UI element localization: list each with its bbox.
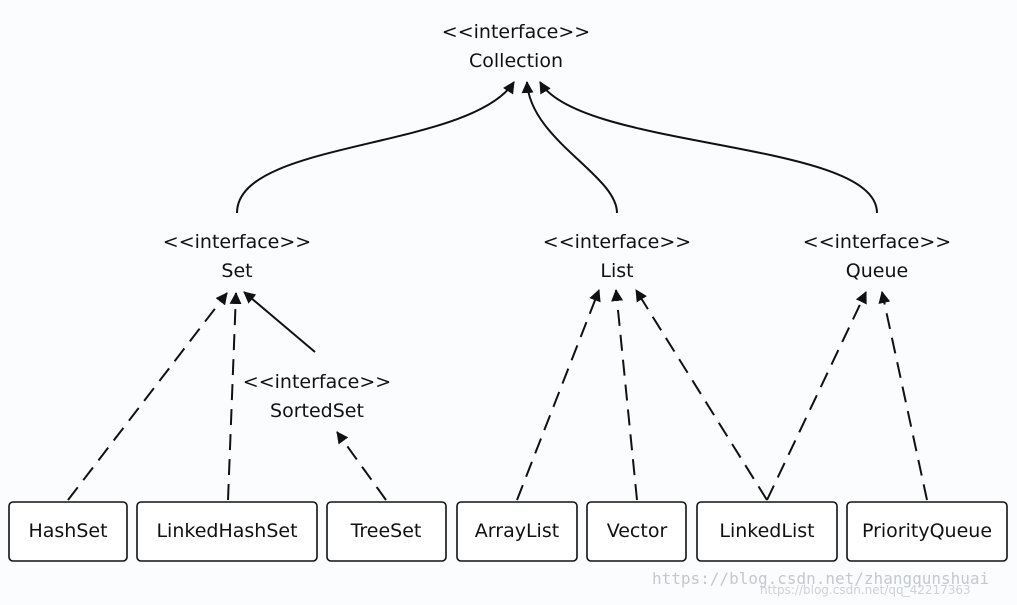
class-name: PriorityQueue <box>862 520 992 542</box>
stereotype-label: <<interface>> <box>163 231 311 253</box>
class-arraylist: ArrayList <box>456 501 578 562</box>
edge-linkedlist-to-queue <box>766 291 867 501</box>
class-name: HashSet <box>28 520 107 542</box>
interface-name: Queue <box>846 260 908 282</box>
class-vector: Vector <box>586 501 687 562</box>
edge-priorityqueue-to-queue <box>878 291 928 501</box>
stereotype-label: <<interface>> <box>243 371 391 393</box>
class-box <box>586 501 687 562</box>
class-name: TreeSet <box>350 520 422 542</box>
class-box <box>326 501 447 562</box>
class-hashset: HashSet <box>8 501 128 562</box>
class-box <box>846 501 1008 562</box>
class-linkedlist: LinkedList <box>696 501 838 562</box>
class-box <box>136 501 318 562</box>
stereotype-label: <<interface>> <box>442 21 590 43</box>
class-priorityqueue: PriorityQueue <box>846 501 1008 562</box>
interface-name: SortedSet <box>270 400 364 422</box>
class-box <box>456 501 578 562</box>
interface-collection: <<interface>> Collection <box>442 21 590 72</box>
class-name: LinkedList <box>719 520 814 542</box>
edge-linkedhashset-to-set <box>227 292 242 501</box>
interface-queue: <<interface>> Queue <box>803 231 951 282</box>
edge-linkedlist-to-list <box>635 289 768 501</box>
class-name: Vector <box>607 520 668 542</box>
edge-list-to-collection <box>521 81 618 214</box>
watermark-line-2: https://blog.csdn.net/qq_42217363 <box>760 583 971 597</box>
stereotype-label: <<interface>> <box>803 231 951 253</box>
interface-name: Set <box>221 260 252 282</box>
class-box <box>696 501 838 562</box>
class-name: LinkedHashSet <box>156 520 297 542</box>
stereotype-label: <<interface>> <box>543 231 691 253</box>
watermark: https://blog.csdn.net/zhangqunshuai http… <box>652 569 989 597</box>
interface-sortedset: <<interface>> SortedSet <box>243 371 391 422</box>
edge-set-to-collection <box>236 81 515 214</box>
interface-set: <<interface>> Set <box>163 231 311 282</box>
edge-queue-to-collection <box>539 81 878 214</box>
edge-sortedset-to-set <box>243 291 316 353</box>
class-box <box>8 501 128 562</box>
edge-arraylist-to-list <box>516 289 601 501</box>
edge-treeset-to-sortedset <box>336 431 387 501</box>
class-name: ArrayList <box>475 520 559 542</box>
watermark-line-1: https://blog.csdn.net/zhangqunshuai <box>652 569 989 588</box>
interface-name: Collection <box>469 50 563 72</box>
edge-hashset-to-set <box>67 292 228 501</box>
class-treeset: TreeSet <box>326 501 447 562</box>
interface-list: <<interface>> List <box>543 231 691 282</box>
edge-vector-to-list <box>611 289 638 501</box>
interface-name: List <box>600 260 633 282</box>
class-linkedhashset: LinkedHashSet <box>136 501 318 562</box>
